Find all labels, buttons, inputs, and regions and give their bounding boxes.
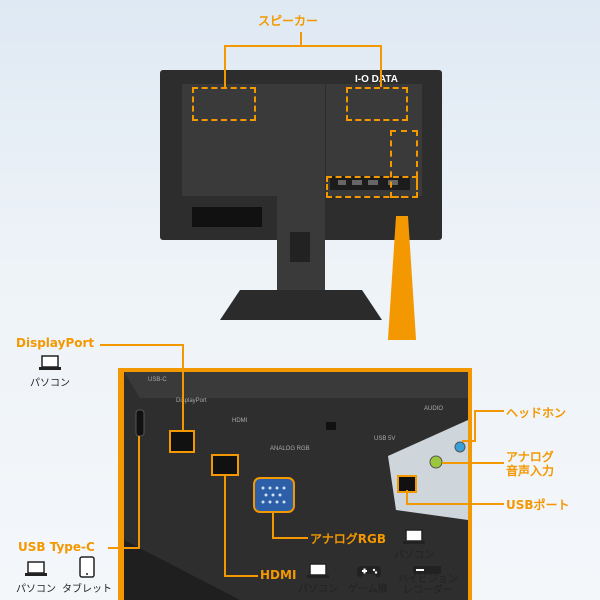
rear-plate-left (182, 84, 278, 196)
hdmi-device-2-label: ゲーム機 (348, 584, 388, 595)
usb-c-leader-h (108, 547, 140, 549)
hdmi-port (211, 454, 239, 476)
analog-audio-jack (429, 455, 443, 469)
marking-usb-c: USB-C (148, 377, 167, 383)
marking-displayport: DisplayPort (176, 398, 207, 404)
marking-analog-rgb: ANALOG RGB (270, 446, 310, 452)
usb-type-c-label: USB Type-C (18, 540, 95, 554)
usb-c-device-1-label: パソコン (16, 584, 56, 595)
laptop-icon (25, 561, 47, 576)
analog-rgb-leader-h (272, 537, 308, 539)
speaker-leader-h (224, 45, 382, 47)
analog-rgb-leader-v (272, 512, 274, 539)
headphone-label: ヘッドホン (506, 406, 567, 420)
vent (192, 207, 262, 227)
analog-audio-label: アナログ 音声入力 (506, 450, 554, 478)
gamepad-icon (357, 566, 381, 578)
marking-hdmi: HDMI (232, 418, 248, 424)
usb-port-leader-h (406, 503, 504, 505)
hdmi-leader-h (224, 575, 258, 577)
laptop-icon (39, 355, 61, 370)
hdmi-device-3-label: ハイビジョン レコーダー (398, 574, 458, 596)
hdmi-device-1-label: パソコン (298, 584, 338, 595)
usb-c-leader-v (138, 436, 140, 549)
hdmi-label: HDMI (260, 568, 297, 582)
brand-logo: I-O DATA (355, 74, 398, 85)
speaker-label: スピーカー (258, 14, 319, 28)
analog-audio-line1: アナログ (506, 450, 554, 464)
hdmi-device-3-line2: レコーダー (402, 585, 453, 596)
speaker-leader-v (300, 32, 302, 46)
stand-neck (277, 84, 325, 304)
speaker-leader-right (380, 45, 382, 87)
marking-audio: AUDIO (424, 406, 444, 412)
ports-highlight-horizontal (326, 176, 418, 198)
speaker-leader-left (224, 45, 226, 87)
tablet-icon (79, 556, 95, 578)
laptop-icon (403, 529, 425, 544)
headphone-leader-h (476, 410, 504, 412)
zoom-pointer (387, 216, 417, 340)
analog-rgb-label: アナログRGB (310, 532, 386, 546)
displayport-device-label: パソコン (30, 378, 70, 389)
headphone-leader-end (462, 440, 476, 442)
analog-rgb-device-label: パソコン (394, 550, 434, 561)
displayport-label: DisplayPort (16, 336, 95, 350)
analog-audio-line2: 音声入力 (506, 464, 555, 478)
analog-audio-leader (442, 462, 504, 464)
speaker-right-highlight (346, 87, 408, 121)
cable-hole (290, 232, 310, 262)
headphone-jack (454, 441, 466, 453)
usb-c-device-2-label: タブレット (62, 584, 112, 595)
speaker-left-highlight (192, 87, 256, 121)
displayport-leader-v (182, 344, 184, 432)
hdmi-device-3-line1: ハイビジョン (398, 574, 458, 585)
displayport-port (169, 430, 195, 453)
usb-port-label: USBポート (506, 498, 570, 512)
headphone-leader-v (474, 410, 476, 442)
displayport-leader-h (100, 344, 184, 346)
usb-port-leader-v (406, 490, 408, 505)
laptop-icon (307, 563, 329, 578)
hdmi-leader-v (224, 475, 226, 577)
stand-base (220, 290, 382, 320)
recorder-icon (413, 566, 441, 574)
usb-c-port (135, 409, 145, 437)
marking-usb: USB 5V (374, 436, 396, 442)
